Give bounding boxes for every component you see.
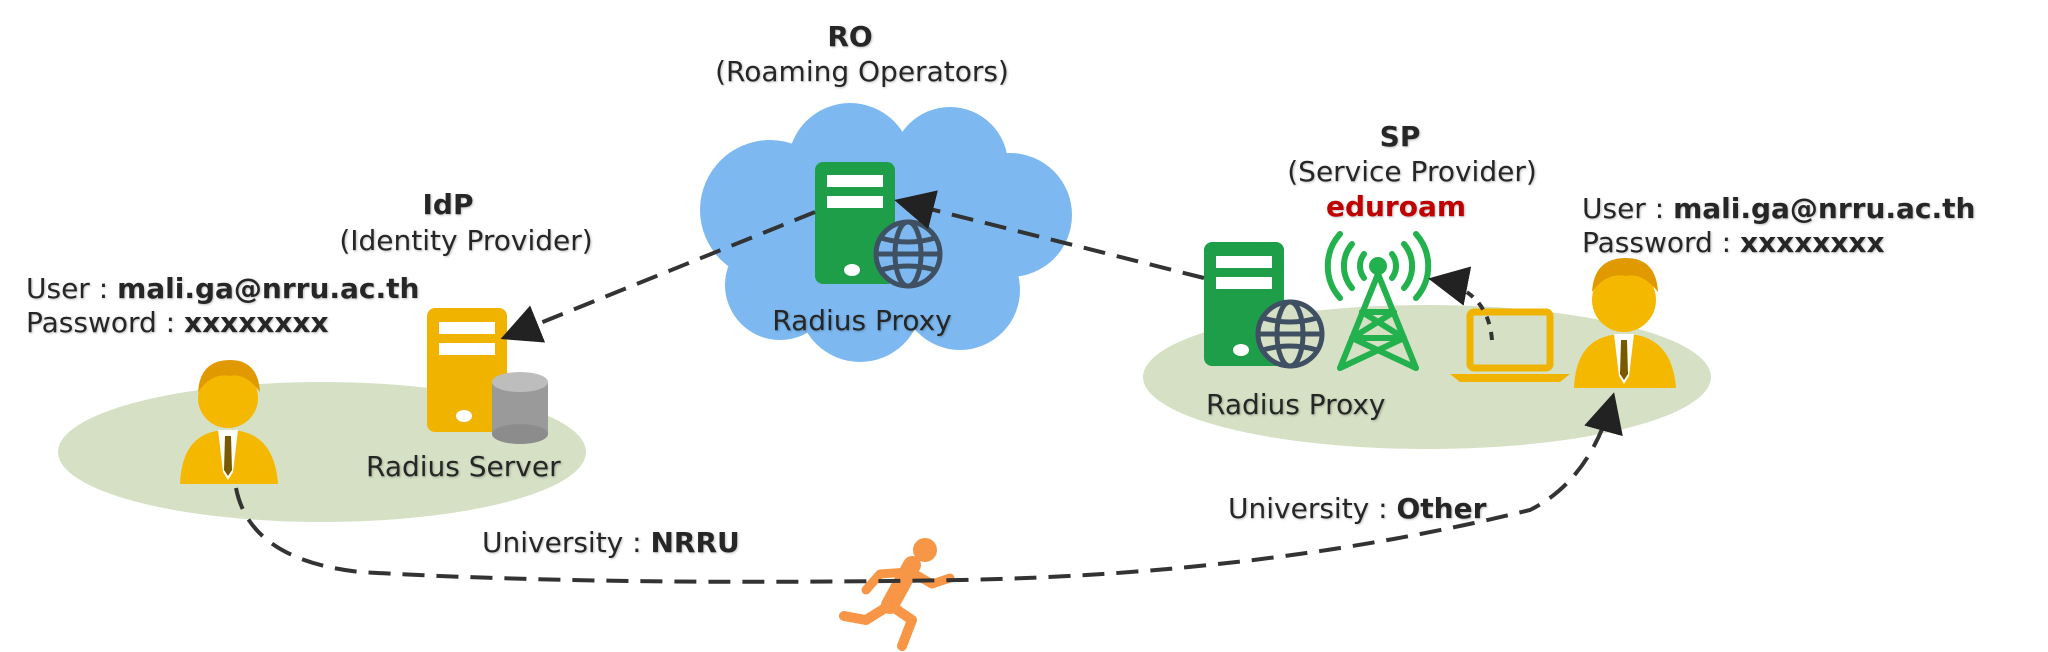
idp-server-label: Radius Server — [366, 450, 561, 483]
sp-full-name: (Service Provider) — [1287, 155, 1537, 188]
right-user-prefix: User : — [1582, 192, 1674, 225]
ro-to-idp-arrow — [500, 210, 816, 343]
right-password-line: Password : xxxxxxxx — [1582, 226, 1885, 260]
university-left-label: University : NRRU — [482, 526, 740, 560]
idp-abbr: IdP — [422, 188, 474, 221]
ro-abbr: RO — [827, 20, 873, 53]
ro-full-name: (Roaming Operators) — [715, 55, 1009, 88]
left-password-line: Password : xxxxxxxx — [26, 306, 329, 340]
runner-icon — [839, 538, 955, 651]
sp-server-label: Radius Proxy — [1206, 388, 1386, 421]
left-password-prefix: Password : — [26, 306, 185, 339]
idp-full-name: (Identity Provider) — [339, 224, 593, 257]
person-left-icon — [180, 360, 278, 484]
university-right-label: University : Other — [1228, 492, 1486, 526]
ro-server-label: Radius Proxy — [772, 304, 952, 337]
left-password: xxxxxxxx — [184, 306, 329, 339]
university-right-name: Other — [1396, 492, 1487, 525]
university-left-name: NRRU — [650, 526, 740, 559]
left-user-prefix: User : — [26, 272, 118, 305]
sp-to-ro-arrow — [894, 190, 1205, 280]
person-right-icon — [1574, 258, 1676, 388]
left-user-line: User : mali.ga@nrru.ac.th — [26, 272, 419, 306]
university-left-prefix: University : — [482, 526, 651, 559]
idp-server-icon — [427, 308, 507, 432]
ro-globe-icon — [873, 219, 943, 289]
database-icon — [492, 372, 548, 444]
travel-path — [234, 392, 1623, 584]
right-password-prefix: Password : — [1582, 226, 1741, 259]
right-username: mali.ga@nrru.ac.th — [1673, 192, 1976, 225]
sp-globe-icon — [1255, 299, 1325, 369]
laptop-icon — [1450, 308, 1570, 382]
sp-abbr: SP — [1379, 120, 1421, 153]
sp-network-name: eduroam — [1325, 190, 1467, 223]
right-user-line: User : mali.ga@nrru.ac.th — [1582, 192, 1975, 226]
university-right-prefix: University : — [1228, 492, 1397, 525]
left-username: mali.ga@nrru.ac.th — [117, 272, 420, 305]
connection-lines — [234, 190, 1623, 584]
right-password: xxxxxxxx — [1740, 226, 1885, 259]
wifi-tower-icon — [1324, 231, 1432, 371]
